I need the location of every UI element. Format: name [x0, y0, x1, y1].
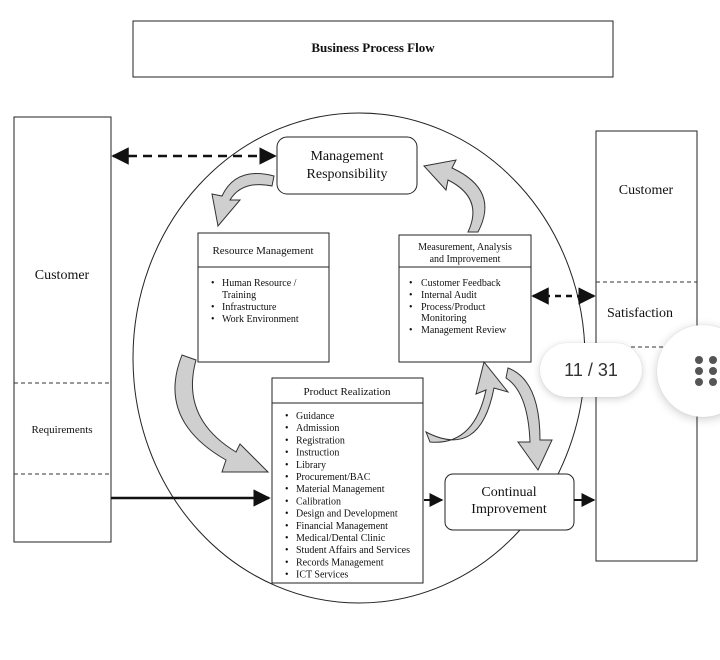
list-bullet: •: [285, 533, 289, 544]
list-bullet: •: [285, 423, 289, 434]
list-item: Calibration: [296, 496, 341, 507]
list-item: Registration: [296, 435, 345, 446]
cycle-arrows: [174, 159, 553, 473]
curved-arrow-icon: [425, 360, 510, 443]
curved-arrow-icon: [423, 159, 486, 233]
curved-arrow-icon: [211, 173, 275, 228]
left-customer-box: [13, 116, 112, 543]
list-item: Human Resource /: [222, 278, 297, 289]
list-item: Training: [222, 290, 256, 301]
resource-management-header: Resource Management: [212, 245, 313, 257]
resource-management-box: [197, 232, 330, 363]
list-bullet: •: [285, 521, 289, 532]
satisfaction-label: Satisfaction: [607, 306, 673, 321]
list-item: Guidance: [296, 411, 335, 422]
management-label-line1: Management: [310, 149, 383, 164]
measurement-list: • Customer Feedback • Internal Audit • Proc…: [409, 278, 507, 336]
right-customer-label: Customer: [619, 183, 674, 198]
product-realization-list: • Guidance • Admission • Registration • Instruc…: [285, 411, 410, 581]
list-bullet: •: [285, 545, 289, 556]
requirements-label: Requirements: [31, 424, 92, 436]
curved-arrow-icon: [505, 367, 553, 471]
list-bullet: •: [285, 570, 289, 581]
svg-text:•: •: [409, 290, 413, 301]
product-realization-header: Product Realization: [303, 386, 391, 398]
list-item: Procurement/BAC: [296, 472, 371, 483]
list-item: Medical/Dental Clinic: [296, 533, 386, 544]
continual-improvement-box: [444, 473, 575, 531]
list-item: Instruction: [296, 448, 339, 459]
continual-label-line2: Improvement: [471, 502, 547, 517]
list-bullet: •: [285, 435, 289, 446]
list-item: Customer Feedback: [421, 278, 501, 289]
title-box: [132, 20, 614, 78]
list-item: Infrastructure: [222, 302, 277, 313]
management-responsibility-box: [276, 136, 418, 195]
continual-label-line1: Continual: [481, 485, 536, 500]
svg-text:•: •: [409, 302, 413, 313]
list-item: Student Affairs and Services: [296, 545, 410, 556]
list-item: Internal Audit: [421, 290, 477, 301]
list-item: Admission: [296, 423, 339, 434]
list-item: Process/Product: [421, 302, 486, 313]
list-bullet: •: [285, 448, 289, 459]
list-item: Work Environment: [222, 314, 299, 325]
svg-text:•: •: [211, 314, 215, 325]
svg-text:•: •: [409, 325, 413, 336]
page-indicator: 11 / 31: [540, 343, 642, 397]
list-bullet: •: [285, 411, 289, 422]
grid-dots-icon: [695, 356, 720, 388]
svg-text:•: •: [211, 278, 215, 289]
management-label-line2: Responsibility: [307, 167, 388, 182]
list-bullet: •: [285, 460, 289, 471]
list-bullet: •: [285, 496, 289, 507]
curved-arrow-icon: [174, 354, 270, 473]
list-bullet: •: [285, 509, 289, 520]
product-realization-box: [271, 377, 424, 584]
list-bullet: •: [285, 484, 289, 495]
list-item: Design and Development: [296, 509, 398, 520]
measurement-header-line2: and Improvement: [430, 254, 501, 265]
svg-text:•: •: [211, 302, 215, 313]
list-item: Management Review: [421, 325, 507, 336]
list-item: Financial Management: [296, 521, 388, 532]
list-item: Records Management: [296, 557, 384, 568]
resource-management-list: • Human Resource / Training • Infrastructu…: [211, 278, 299, 325]
list-item: ICT Services: [296, 570, 348, 581]
list-bullet: •: [285, 557, 289, 568]
measurement-analysis-box: [398, 234, 532, 363]
list-item: Monitoring: [421, 313, 467, 324]
left-customer-label: Customer: [35, 268, 90, 283]
measurement-header-line1: Measurement, Analysis: [418, 242, 512, 253]
diagram-title: Business Process Flow: [311, 40, 435, 55]
list-bullet: •: [285, 472, 289, 483]
list-item: Material Management: [296, 484, 385, 495]
svg-text:•: •: [409, 278, 413, 289]
list-item: Library: [296, 460, 326, 471]
